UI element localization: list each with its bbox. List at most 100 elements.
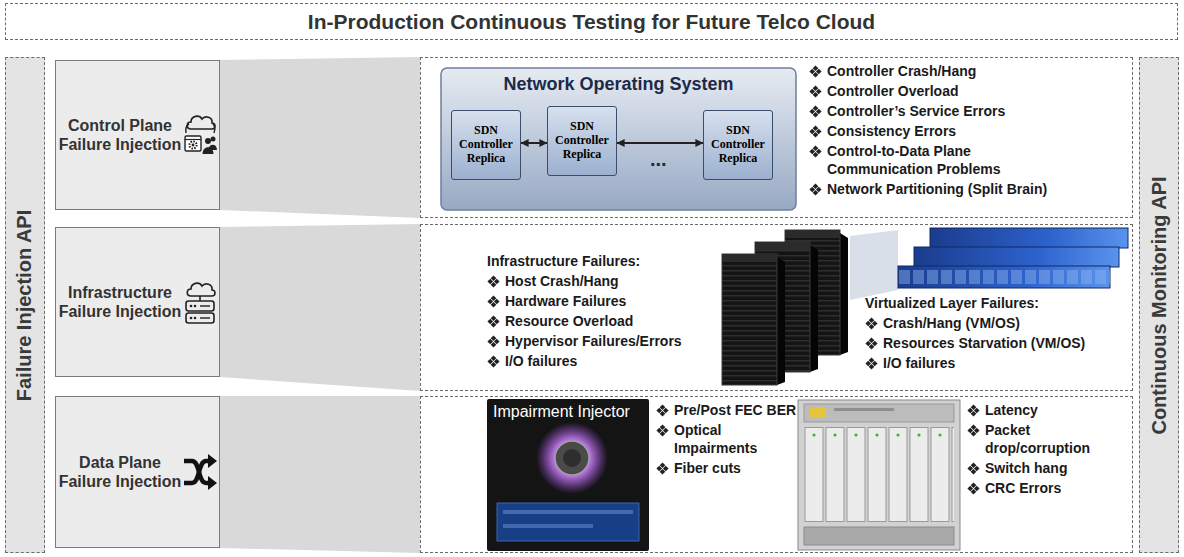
- bullet-symbol-part: [974, 428, 980, 434]
- control-icon-part: [189, 141, 196, 148]
- rack-server: [930, 228, 1128, 248]
- failure-item: Latency: [985, 402, 1038, 420]
- api-label: Continuous Monitoring API: [1148, 176, 1171, 434]
- warning-sticker: [810, 407, 826, 418]
- line-cards: [804, 427, 954, 522]
- nos-box: Network Operating SystemSDN Controller R…: [441, 68, 796, 210]
- replica-label: SDN Controller Replica: [551, 120, 613, 161]
- failure-item: Crash/Hang (VM/OS): [883, 315, 1020, 333]
- failure-item: Resources Starvation (VM/OS): [883, 335, 1085, 353]
- control-icon-part: [185, 136, 201, 151]
- bullet-symbol-part: [872, 341, 878, 347]
- bullet-symbol-part: [872, 361, 878, 367]
- list-row: Host Crash/Hang: [487, 273, 682, 291]
- list-row: I/O failures: [487, 353, 682, 371]
- bullet-symbol: [967, 462, 980, 475]
- tower-side: [810, 245, 818, 372]
- infra-icon-part: [187, 283, 215, 296]
- bullet-symbol: [809, 145, 822, 158]
- bullet-symbol-part: [656, 408, 662, 414]
- failure-item: Hardware Failures: [505, 293, 626, 311]
- infra-icon-part: [186, 301, 214, 311]
- control-icon-part: [186, 124, 189, 133]
- bullet-symbol: [967, 424, 980, 437]
- list-row: Fiber cuts: [656, 460, 796, 478]
- controller-replica: SDN Controller Replica: [451, 110, 521, 180]
- list-row: Infrastructure Failures:: [487, 253, 682, 271]
- infra-icon-part: [200, 305, 210, 306]
- replica-label: SDN Controller Replica: [455, 124, 517, 165]
- bullet-symbol-part: [656, 465, 662, 471]
- failure-item: I/O failures: [505, 353, 577, 371]
- bullet-symbol: [487, 335, 500, 348]
- zoom-wedge: [220, 224, 420, 391]
- rack-servers: [898, 228, 1128, 288]
- injector-body: [487, 399, 649, 551]
- infra-icon-part: [194, 317, 197, 320]
- list-row: Hypervisor Failures/Errors: [487, 333, 682, 351]
- bullet-symbol-part: [656, 428, 662, 434]
- list-row: Switch hang: [967, 460, 1100, 478]
- api-label: Failure Injection API: [14, 209, 37, 401]
- list-row: Packet drop/corruption: [967, 422, 1100, 457]
- bullet-symbol-part: [816, 69, 822, 75]
- tower-side: [777, 257, 785, 385]
- data-icon-part: [184, 461, 210, 483]
- tower-side: [840, 233, 848, 355]
- bullet-symbol: [487, 355, 500, 368]
- bullet-symbol: [865, 357, 878, 370]
- failure-item: Control-to-Data Plane Communication Prob…: [827, 143, 1027, 178]
- zoom-wedge: [220, 396, 420, 553]
- list-row: Controller Crash/Hang: [809, 63, 1047, 81]
- injection-category-box: Data Plane Failure Injection: [55, 396, 220, 548]
- control-icon-part: [203, 147, 214, 154]
- failure-list-panel: Infrastructure Failures: Host Crash/HangH…: [420, 224, 1133, 391]
- server-tower: [722, 254, 777, 385]
- sync-arrow: [521, 142, 547, 144]
- bullet-symbol-part: [809, 149, 815, 155]
- control-icon-part: [213, 124, 215, 133]
- bullet-list: Pre/Post FEC BER Optical ImpairmentsFiber…: [656, 402, 796, 477]
- bullet-symbol: [656, 424, 669, 437]
- failure-item: Hypervisor Failures/Errors: [505, 333, 682, 351]
- bullet-symbol: [656, 404, 669, 417]
- failure-item: Switch hang: [985, 460, 1067, 478]
- category-title: Control Plane Failure Injection: [58, 116, 182, 154]
- list-row: CRC Errors: [967, 480, 1100, 498]
- bullet-symbol-part: [663, 408, 669, 414]
- list-row: I/O failures: [865, 355, 1085, 373]
- tower-bezel: [722, 254, 777, 262]
- failure-list-panel: Controller Crash/HangController Overload…: [420, 57, 1133, 218]
- list-row: Controller’s Service Errors: [809, 103, 1047, 121]
- controller-replica: SDN Controller Replica: [703, 110, 773, 180]
- control-icon-part: [187, 116, 215, 129]
- bullet-symbol: [865, 337, 878, 350]
- bullet-symbol: [865, 317, 878, 330]
- list-row: Controller Overload: [809, 83, 1047, 101]
- failure-item: Controller Crash/Hang: [827, 63, 976, 81]
- bullet-list: LatencyPacket drop/corruptionSwitch hang…: [967, 402, 1100, 497]
- infra-icon-part: [190, 317, 193, 320]
- list-row: Crash/Hang (VM/OS): [865, 315, 1085, 333]
- infra-icon: [183, 279, 217, 325]
- bullet-symbol-part: [974, 485, 980, 491]
- failure-item: Optical Impairments: [674, 422, 769, 457]
- list-row: Optical Impairments: [656, 422, 796, 457]
- bullet-symbol-part: [487, 279, 493, 285]
- list-row: Pre/Post FEC BER: [656, 402, 796, 420]
- bullet-symbol-part: [865, 341, 871, 347]
- category-title: Data Plane Failure Injection: [58, 453, 182, 491]
- title-area: Infrastructure Failure Injection: [58, 228, 182, 376]
- bullet-symbol-part: [487, 319, 493, 325]
- lcd-line: [503, 510, 633, 514]
- data-icon-part: [184, 461, 210, 483]
- list-row: Network Partitioning (Split Brain): [809, 181, 1047, 199]
- bullet-symbol-part: [816, 149, 822, 155]
- server-towers: [722, 230, 848, 385]
- failure-item: I/O failures: [883, 355, 955, 373]
- group-heading: Infrastructure Failures:: [487, 253, 640, 271]
- lcd-line: [503, 524, 593, 528]
- bullet-symbol: [487, 315, 500, 328]
- failure-item: Packet drop/corruption: [985, 422, 1100, 457]
- tower-bezel: [755, 242, 810, 250]
